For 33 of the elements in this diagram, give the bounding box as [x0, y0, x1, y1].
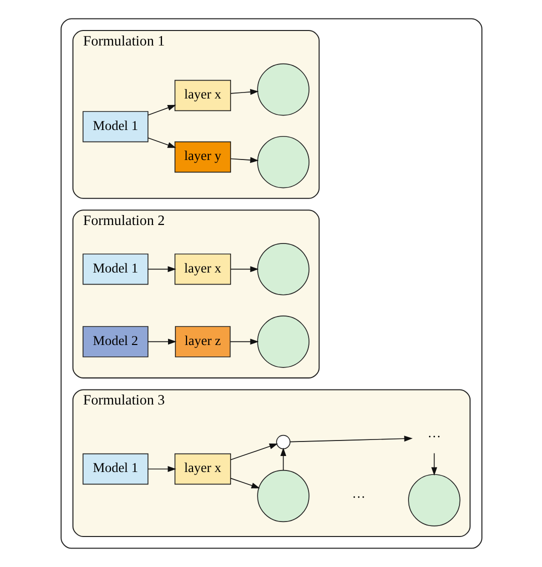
node-box: layer x: [174, 80, 231, 112]
node-circle: [408, 474, 460, 526]
arrow: [147, 104, 176, 116]
node-box: layer z: [174, 326, 230, 358]
arrow: [147, 466, 176, 472]
arrow: [230, 444, 278, 460]
node-circle: [256, 316, 309, 368]
node-circle: [276, 434, 290, 450]
label: ···: [352, 490, 366, 505]
arrow: [230, 478, 260, 488]
node-box: layer x: [174, 453, 231, 485]
node-circle: [256, 470, 309, 522]
node-box: Model 1: [82, 254, 148, 285]
arrow: [147, 338, 176, 345]
arrow: [230, 157, 258, 163]
arrow: [280, 448, 286, 471]
arrow: [230, 89, 258, 95]
arrow: [147, 137, 176, 148]
node-box: layer y: [174, 141, 231, 173]
node-box: Model 1: [82, 111, 148, 142]
arrow: [230, 266, 258, 272]
node-text: ···: [427, 429, 440, 444]
node-box: layer x: [174, 254, 231, 285]
node-circle: [256, 136, 309, 188]
node-circle: [256, 63, 309, 116]
arrow: [430, 452, 437, 476]
arrow: [147, 266, 176, 272]
arrow: [229, 338, 258, 345]
cluster: [60, 18, 482, 549]
node-circle: [256, 243, 309, 296]
node-box: Model 2: [82, 326, 148, 358]
arrow: [289, 436, 412, 442]
node-box: Model 1: [82, 453, 148, 485]
